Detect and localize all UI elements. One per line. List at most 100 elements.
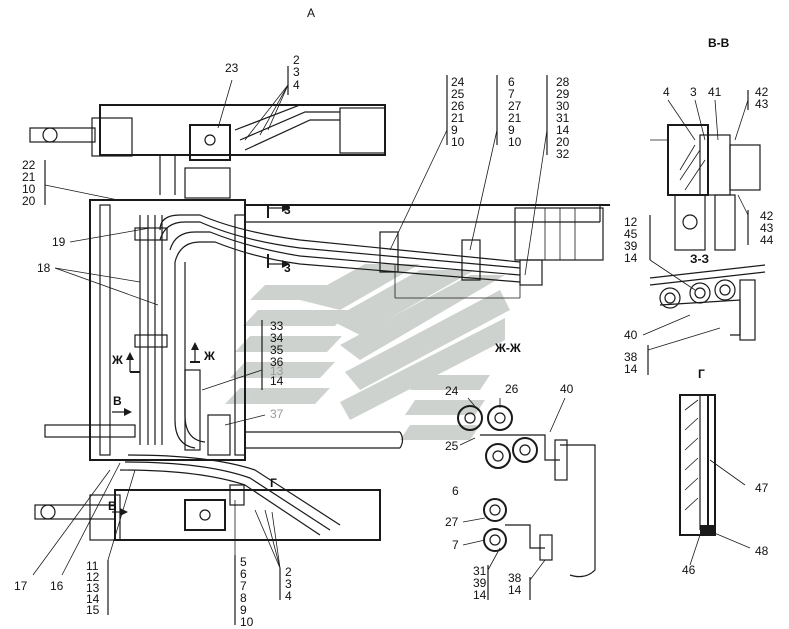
callout-zh-27: 27	[445, 515, 459, 529]
callout-stack-31: 31 39 14	[473, 564, 487, 602]
section-zh-right-marker: Ж	[203, 349, 215, 363]
svg-text:39: 39	[624, 239, 638, 253]
vertical-hoses	[44, 215, 231, 456]
svg-text:43: 43	[755, 97, 769, 111]
svg-text:14: 14	[624, 251, 638, 265]
callout-17: 17	[14, 579, 28, 593]
svg-text:35: 35	[270, 343, 284, 357]
callout-stack-2-3-4-top: 2 3 4	[293, 53, 300, 92]
svg-text:26: 26	[451, 99, 465, 113]
callout-bb-42-43-top: 42 43	[755, 85, 769, 111]
callout-stack-24: 24 25 26 21 9 10	[451, 75, 465, 149]
svg-text:22: 22	[22, 158, 36, 172]
svg-text:2: 2	[285, 565, 292, 579]
callout-stack-2-3-4-bottom: 2 3 4	[285, 565, 292, 603]
svg-text:32: 32	[556, 147, 570, 161]
svg-text:15: 15	[86, 603, 100, 617]
section-zhzh-detail	[457, 397, 596, 600]
view-g-marker: Г	[270, 476, 277, 490]
section-zh-left-marker: Ж	[111, 353, 123, 367]
watermark-logo	[225, 264, 510, 440]
svg-text:25: 25	[451, 87, 465, 101]
svg-text:13: 13	[270, 364, 284, 378]
callout-19: 19	[52, 235, 66, 249]
callout-g-46: 46	[682, 563, 696, 577]
callout-stack-12: 12 45 39 14	[624, 215, 638, 265]
callout-23: 23	[225, 61, 239, 75]
view-b-marker-top: В	[113, 394, 122, 408]
section-3-top-marker: 3	[284, 203, 291, 217]
svg-text:38: 38	[624, 350, 638, 364]
section-zhzh-label: Ж-Ж	[494, 341, 521, 355]
callout-zh-24: 24	[445, 384, 459, 398]
svg-text:31: 31	[556, 111, 570, 125]
svg-text:6: 6	[508, 75, 515, 89]
svg-text:7: 7	[508, 87, 515, 101]
svg-text:14: 14	[508, 583, 522, 597]
svg-text:29: 29	[556, 87, 570, 101]
svg-text:21: 21	[508, 111, 522, 125]
svg-text:14: 14	[624, 362, 638, 376]
bottom-cylinder	[34, 454, 381, 541]
callout-g-48: 48	[755, 544, 769, 558]
callout-zh-26: 26	[505, 382, 519, 396]
svg-text:27: 27	[508, 99, 522, 113]
callout-bb-3: 3	[690, 85, 697, 99]
view-a-label: А	[307, 6, 315, 20]
section-g-label: Г	[698, 367, 705, 381]
svg-text:7: 7	[240, 579, 247, 593]
callout-stack-5: 5 6 7 8 9 10	[240, 555, 254, 629]
svg-text:3: 3	[285, 577, 292, 591]
callout-37: 37	[270, 407, 284, 421]
callout-bb-41: 41	[708, 85, 722, 99]
svg-text:14: 14	[270, 374, 284, 388]
svg-text:3: 3	[293, 65, 300, 79]
callout-bb-4: 4	[663, 85, 670, 99]
svg-text:30: 30	[556, 99, 570, 113]
svg-text:44: 44	[760, 233, 774, 247]
svg-text:21: 21	[451, 111, 465, 125]
section-bb-label: В-В	[708, 36, 730, 50]
callout-stack-38-14-bottom: 38 14	[508, 571, 522, 597]
svg-text:12: 12	[86, 570, 100, 584]
section-3-bottom-marker: 3	[284, 261, 291, 275]
svg-text:10: 10	[451, 135, 465, 149]
svg-text:24: 24	[451, 75, 465, 89]
svg-text:10: 10	[508, 135, 522, 149]
svg-text:6: 6	[240, 567, 247, 581]
callout-g-47: 47	[755, 481, 769, 495]
svg-text:2: 2	[293, 53, 300, 67]
svg-text:9: 9	[451, 123, 458, 137]
svg-text:5: 5	[240, 555, 247, 569]
view-b-marker-bottom: В	[108, 499, 117, 513]
section-33-label: З-З	[690, 252, 709, 266]
callout-zh-6: 6	[452, 484, 459, 498]
svg-text:10: 10	[240, 615, 254, 629]
svg-text:20: 20	[556, 135, 570, 149]
svg-text:14: 14	[556, 123, 570, 137]
callout-zh-7: 7	[452, 538, 459, 552]
callout-stack-38-14-right: 38 14	[624, 350, 638, 376]
leader-lines	[32, 66, 548, 625]
hose-bundle-top	[159, 104, 543, 286]
svg-text:11: 11	[86, 559, 99, 573]
callout-stack-22: 22 21 10 20	[22, 158, 36, 208]
callout-18: 18	[37, 261, 51, 275]
section-g-detail	[679, 394, 751, 566]
svg-text:9: 9	[508, 123, 515, 137]
svg-text:45: 45	[624, 227, 638, 241]
svg-text:43: 43	[760, 221, 774, 235]
svg-text:39: 39	[473, 576, 487, 590]
svg-text:42: 42	[755, 85, 769, 99]
callout-stack-6: 6 7 27 21 9 10	[508, 75, 522, 149]
svg-text:9: 9	[240, 603, 247, 617]
callout-33-40: 40	[624, 328, 638, 342]
svg-text:34: 34	[270, 331, 284, 345]
section-bb-detail	[650, 90, 761, 251]
svg-text:33: 33	[270, 319, 284, 333]
main-frame	[89, 199, 610, 461]
svg-text:4: 4	[285, 589, 292, 603]
svg-text:14: 14	[86, 592, 100, 606]
